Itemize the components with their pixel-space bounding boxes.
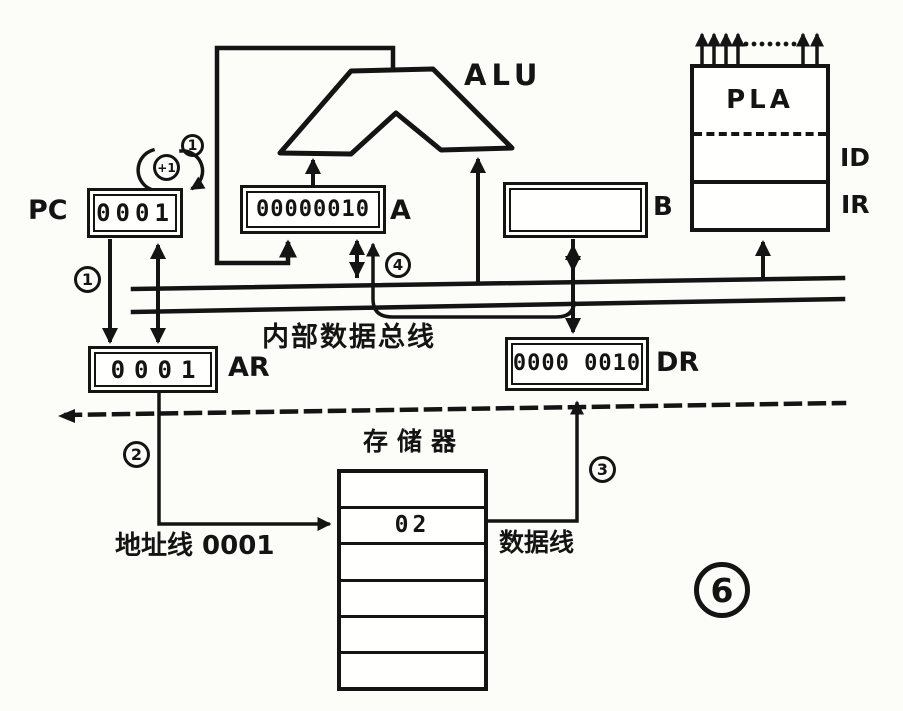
a-register-label: A	[390, 195, 411, 226]
a-register-value: 00000010	[256, 196, 370, 222]
memory-cell: 02	[341, 506, 484, 542]
boundary-left-arrowhead	[58, 409, 75, 423]
step-3-marker: 3	[589, 456, 616, 483]
pla-dashed-divider	[694, 132, 826, 136]
step-4-marker: 4	[385, 252, 411, 278]
memory-cell	[341, 650, 484, 687]
memory-cell	[341, 578, 484, 615]
pc-register-label: PC	[28, 195, 68, 226]
bus-line-top	[130, 275, 846, 292]
dr-to-a-transfer-line	[366, 242, 576, 319]
alu-shape	[277, 66, 515, 157]
memory-cell	[341, 542, 484, 578]
address-line	[157, 389, 332, 531]
memory-cell	[341, 614, 484, 651]
ar-register-value: 0001	[110, 355, 205, 384]
ar-register: 0001	[88, 346, 218, 393]
internal-bus-label: 内部数据总线	[262, 322, 436, 353]
address-line-label: 地址线 0001	[115, 531, 275, 561]
pla-ellipsis-dots	[743, 41, 797, 47]
step-1-increment-marker: 1	[181, 134, 204, 157]
alu-output-feedback-line	[214, 45, 396, 266]
bus-line-bottom	[130, 296, 846, 315]
pla-box: PLA	[690, 64, 830, 232]
memory-cell-value: 02	[394, 512, 431, 539]
pla-id-section	[694, 136, 826, 180]
pla-ir-section	[694, 184, 826, 228]
cpu-memory-boundary	[63, 400, 847, 418]
pla-id-ir-divider	[694, 180, 826, 184]
a-register: 00000010	[240, 185, 386, 234]
data-line-label: 数据线	[499, 528, 575, 557]
pc-increment-arc-left	[136, 147, 156, 192]
ar-register-label: AR	[228, 352, 270, 383]
data-line	[486, 400, 584, 523]
memory-title: 存储器	[363, 427, 466, 456]
memory-box: 02	[337, 469, 488, 691]
dr-register-value: 0000 0010	[512, 351, 642, 376]
pla-control-arrows	[695, 32, 824, 68]
dr-register: 0000 0010	[505, 337, 649, 391]
pla-ir-label: IR	[841, 190, 870, 219]
dr-register-label: DR	[656, 347, 700, 378]
pla-title: PLA	[726, 85, 794, 115]
figure-number-badge: 6	[694, 562, 750, 618]
alu-label: ALU	[464, 58, 543, 92]
pc-register: 0001	[87, 188, 183, 238]
pla-id-label: ID	[840, 143, 871, 172]
b-register	[503, 182, 648, 238]
step-2-marker: 2	[123, 441, 150, 468]
pc-plus-one-marker: +1	[153, 154, 180, 181]
pc-register-value: 0001	[96, 199, 174, 227]
b-register-label: B	[653, 192, 673, 222]
memory-cell	[341, 473, 484, 506]
step-1-marker: 1	[74, 266, 101, 293]
